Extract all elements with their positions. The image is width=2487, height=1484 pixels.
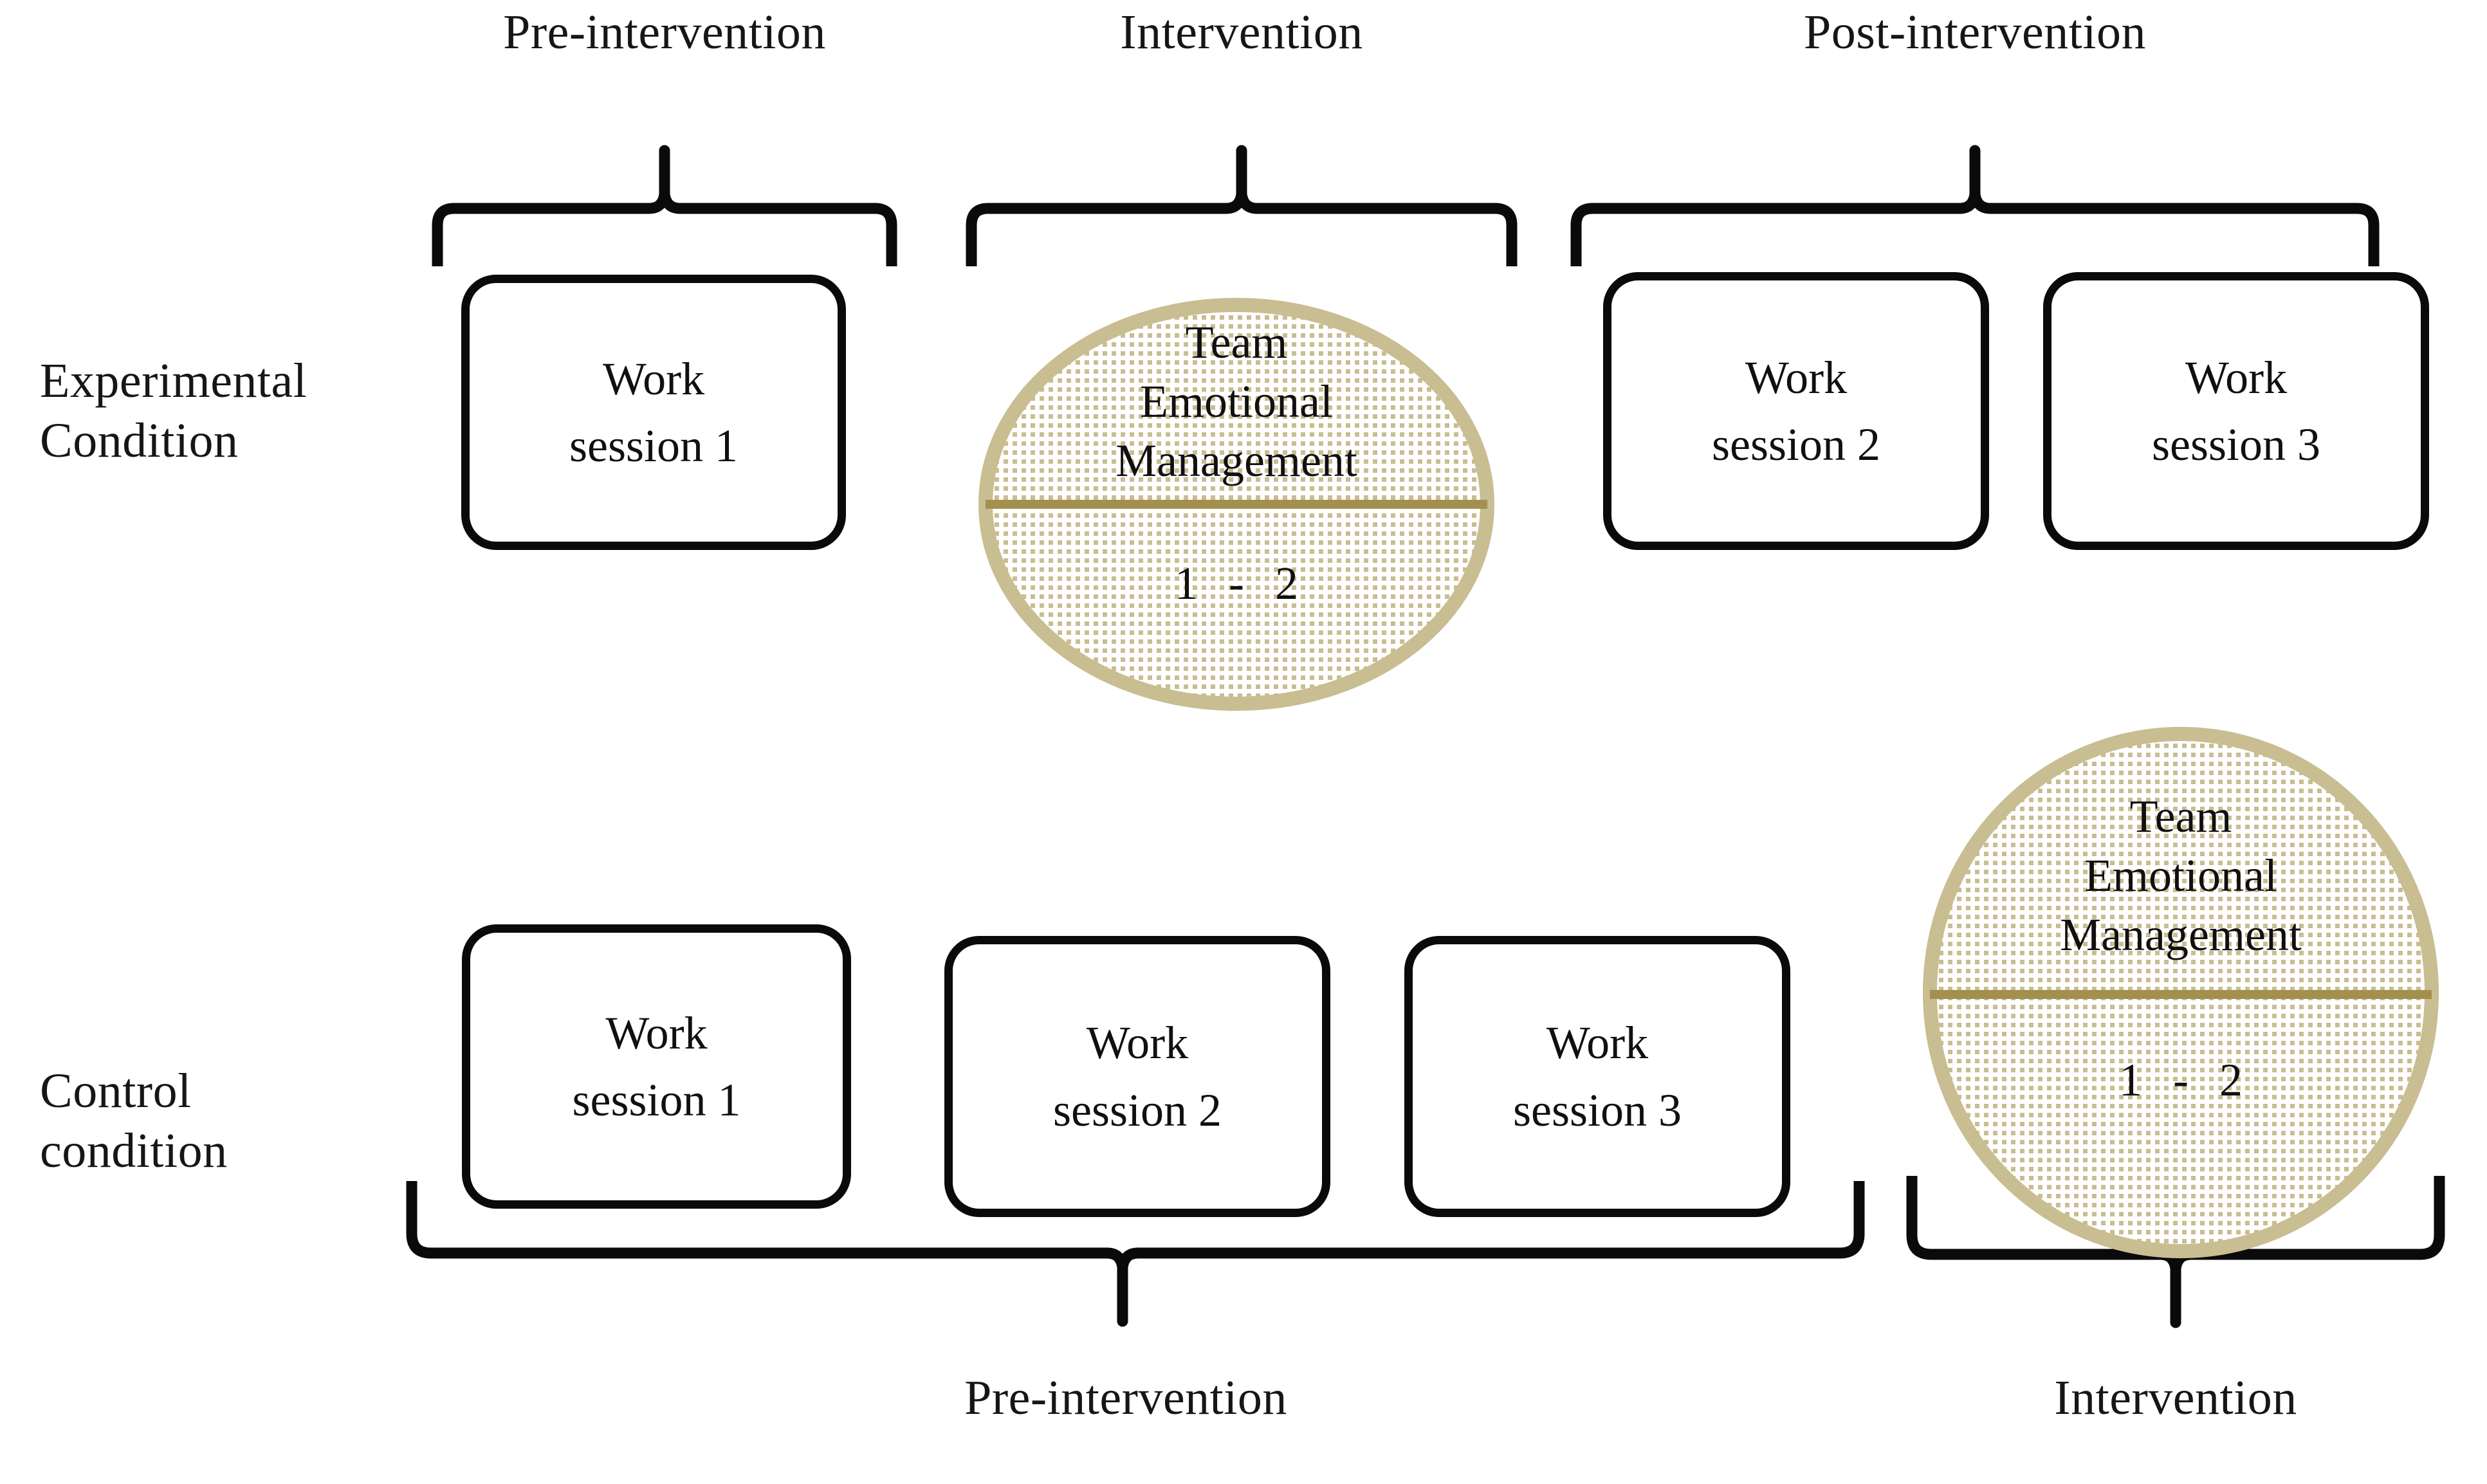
- box-ctrl-work-session-2[interactable]: Work session 2: [944, 936, 1330, 1217]
- box-ctrl-work-session-3-line1: Work: [1546, 1017, 1649, 1069]
- circle-team-emotional-management-experimental[interactable]: Team Emotional Management 1-2: [977, 297, 1496, 711]
- brace-intervention-top: [965, 145, 1518, 270]
- box-exp-work-session-1-line1: Work: [602, 353, 705, 405]
- phase-footer-intervention: Intervention: [2054, 1371, 2297, 1425]
- circle-team-emotional-management-control[interactable]: Team Emotional Management 1-2: [1921, 726, 2441, 1260]
- box-ctrl-work-session-1-line2: session 1: [572, 1074, 741, 1126]
- box-exp-work-session-3-line1: Work: [2185, 351, 2288, 403]
- box-exp-work-session-1-line2: session 1: [569, 420, 739, 472]
- condition-label-control: Control condition: [40, 1061, 228, 1180]
- brace-post-intervention-top: [1570, 145, 2380, 270]
- box-ctrl-work-session-1[interactable]: Work session 1: [462, 924, 851, 1209]
- box-exp-work-session-2-line1: Work: [1745, 351, 1848, 403]
- box-exp-work-session-2-line2: session 2: [1711, 419, 1881, 470]
- brace-pre-intervention-bottom: [405, 1177, 1866, 1327]
- box-ctrl-work-session-2-line2: session 2: [1052, 1084, 1222, 1136]
- condition-label-control-line1: Control: [40, 1064, 192, 1118]
- brace-intervention-bottom: [1905, 1172, 2446, 1328]
- condition-label-experimental-line1: Experimental: [40, 354, 307, 408]
- phase-header-post-intervention: Post-intervention: [1803, 5, 2146, 59]
- box-ctrl-work-session-1-line1: Work: [605, 1007, 708, 1059]
- box-exp-work-session-2[interactable]: Work session 2: [1603, 272, 1989, 550]
- box-exp-work-session-3-line2: session 3: [2151, 419, 2321, 470]
- condition-label-experimental-line2: Condition: [40, 413, 239, 468]
- phase-header-pre-intervention: Pre-intervention: [503, 5, 826, 59]
- condition-label-experimental: Experimental Condition: [40, 351, 307, 470]
- phase-header-intervention: Intervention: [1120, 5, 1363, 59]
- condition-label-control-line2: condition: [40, 1123, 228, 1178]
- brace-pre-intervention-top: [431, 145, 898, 270]
- box-ctrl-work-session-3[interactable]: Work session 3: [1404, 936, 1790, 1217]
- box-exp-work-session-1[interactable]: Work session 1: [461, 275, 846, 550]
- box-ctrl-work-session-3-line2: session 3: [1512, 1084, 1682, 1136]
- phase-footer-pre-intervention: Pre-intervention: [964, 1371, 1287, 1425]
- box-ctrl-work-session-2-line1: Work: [1086, 1017, 1189, 1069]
- box-exp-work-session-3[interactable]: Work session 3: [2043, 272, 2429, 550]
